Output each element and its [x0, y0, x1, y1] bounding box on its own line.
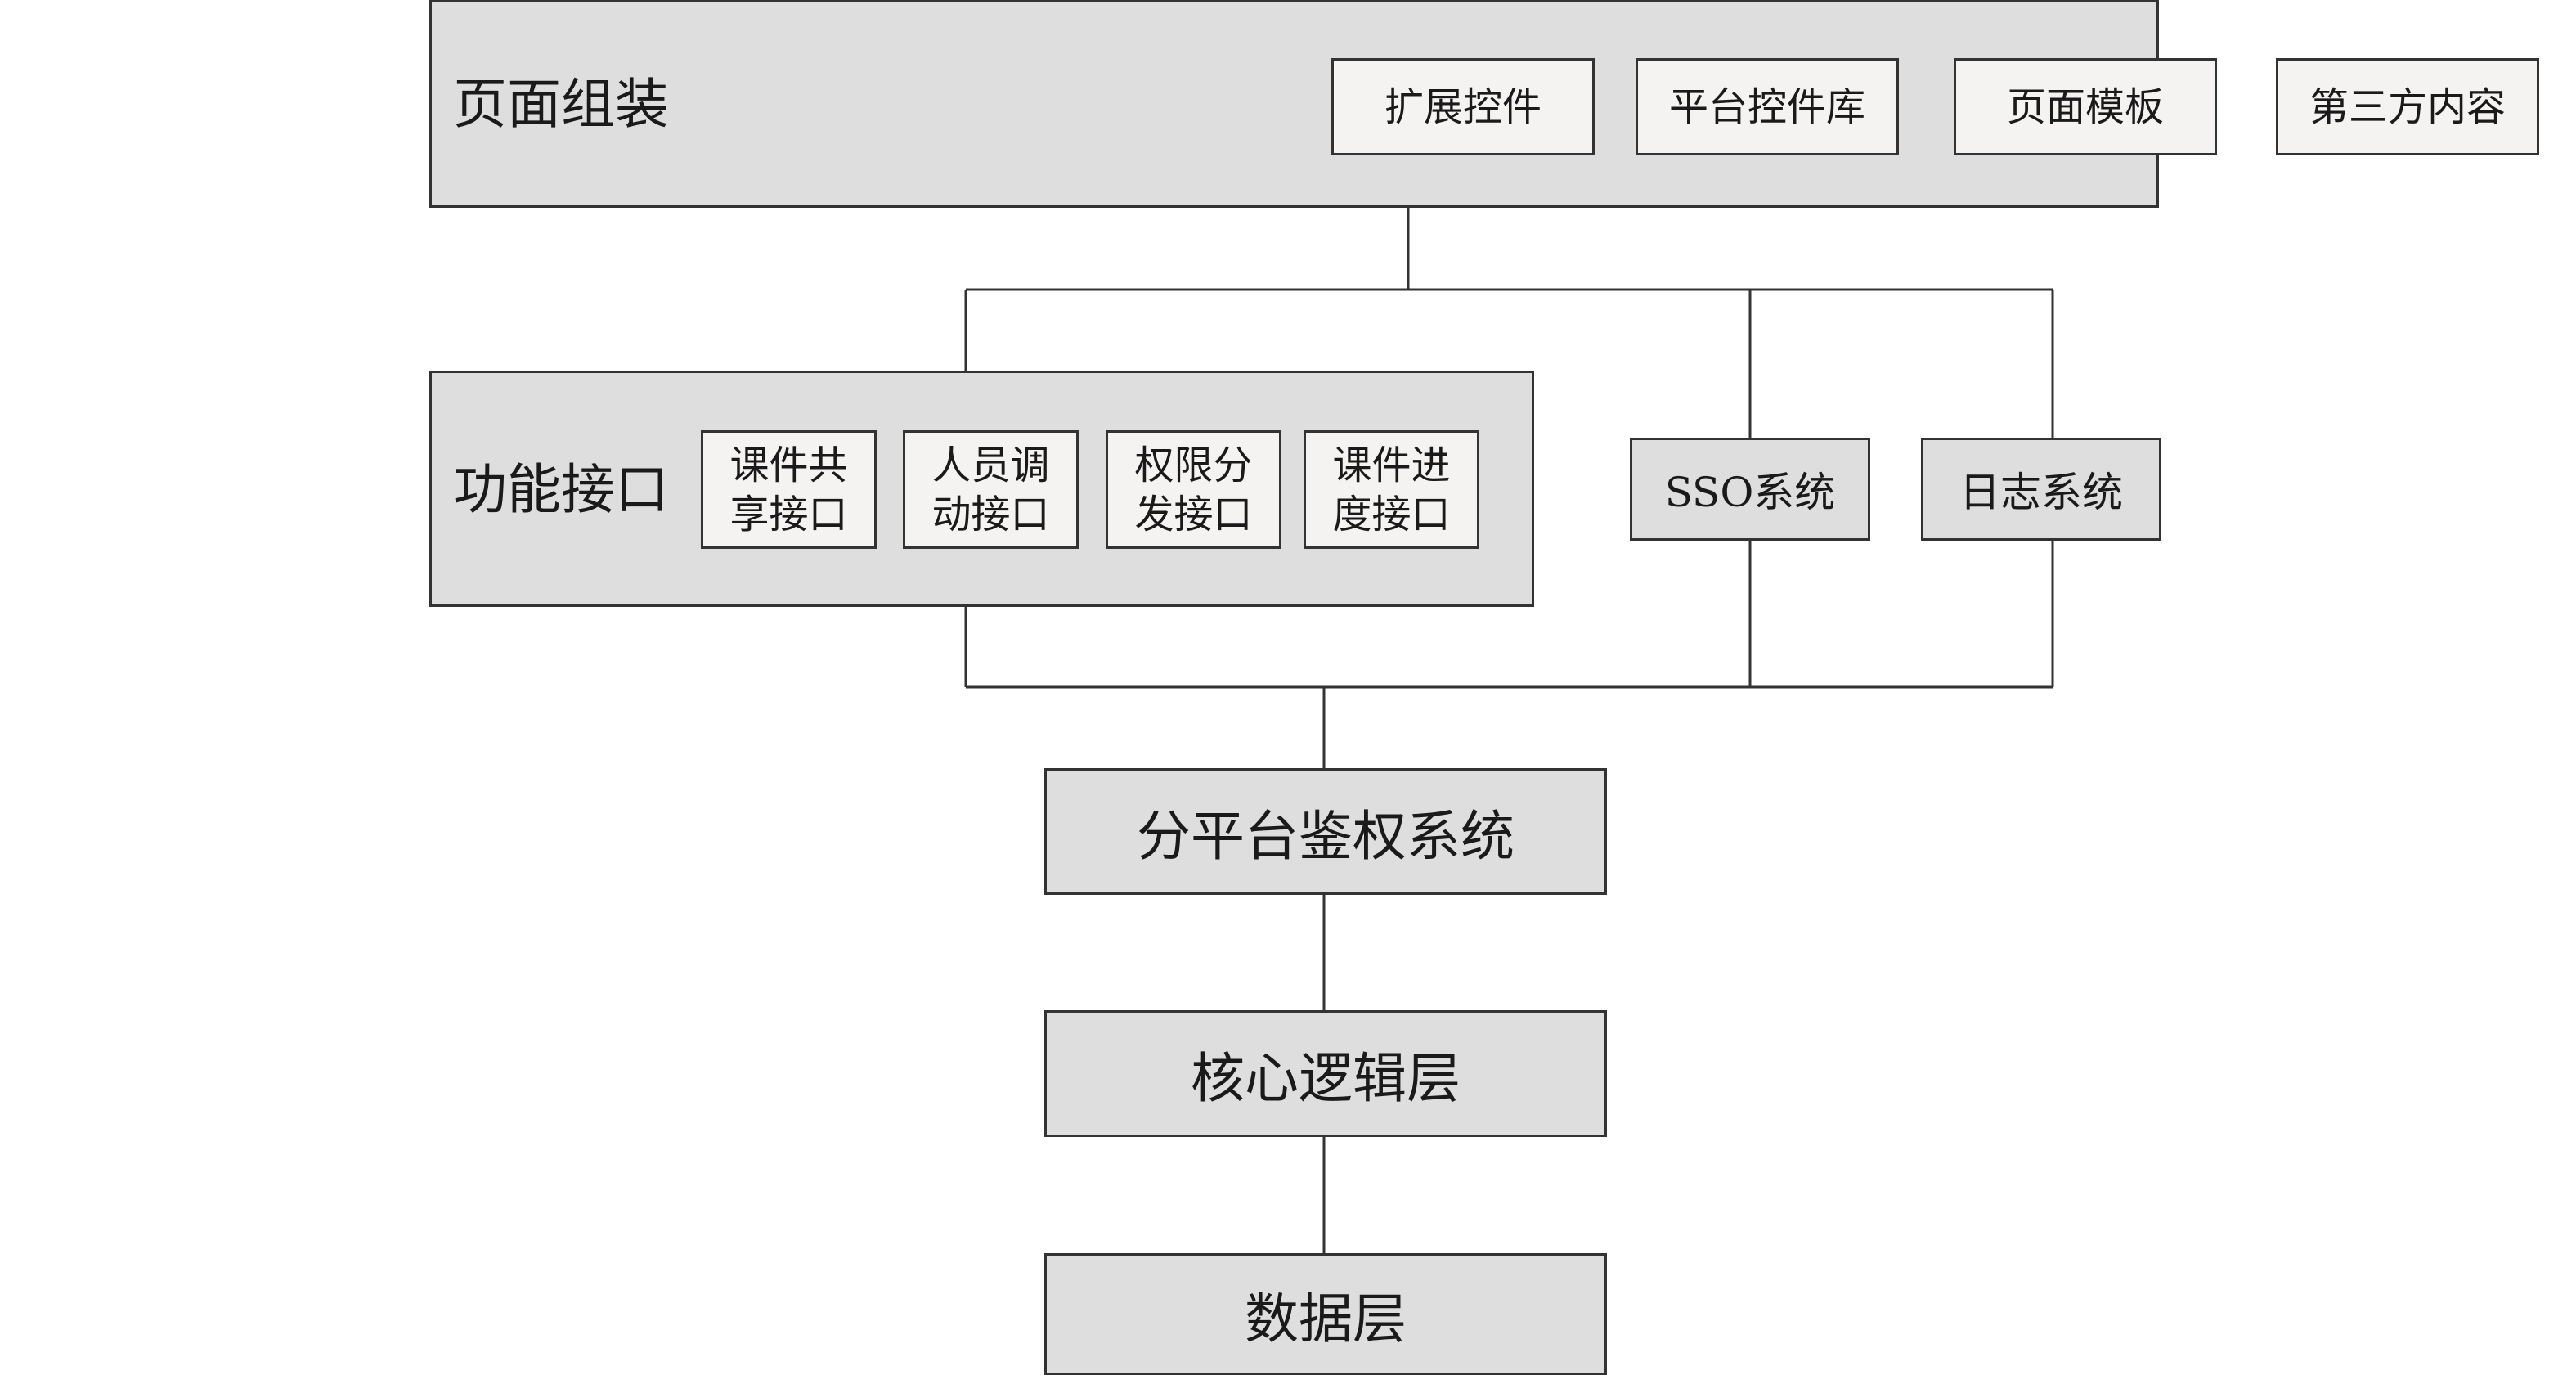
personnel-transfer-interface-box: 人员调 动接口 — [903, 430, 1079, 549]
interface-line-1: 人员调 — [931, 442, 1050, 488]
interface-line-2: 享接口 — [729, 491, 848, 537]
page-template-box: 页面模板 — [1954, 58, 2217, 155]
courseware-progress-interface-box: 课件进 度接口 — [1304, 430, 1479, 549]
page-assembly-title: 页面组装 — [453, 73, 669, 136]
interface-line-2: 度接口 — [1332, 491, 1451, 537]
courseware-sharing-interface-box: 课件共 享接口 — [701, 430, 877, 549]
interface-line-1: 课件进 — [1332, 442, 1451, 488]
permission-distribution-interface-box: 权限分 发接口 — [1106, 430, 1281, 549]
interface-line-1: 权限分 — [1134, 442, 1253, 488]
interface-line-2: 动接口 — [931, 491, 1050, 537]
auth-system-box: 分平台鉴权系统 — [1044, 768, 1607, 895]
page-assembly-group: 页面组装 扩展控件 平台控件库 页面模板 第三方内容 — [429, 0, 2539, 208]
log-system-box: 日志系统 — [1921, 438, 2161, 541]
sso-system-box: SSO系统 — [1630, 438, 1870, 541]
extension-controls-box: 扩展控件 — [1331, 58, 1595, 155]
data-layer-box: 数据层 — [1044, 1253, 1607, 1375]
function-interface-group: 功能接口 课件共 享接口 人员调 动接口 权限分 发接口 课件进 度接口 — [429, 371, 1534, 607]
interface-line-1: 课件共 — [729, 442, 848, 488]
core-logic-layer-box: 核心逻辑层 — [1044, 1010, 1607, 1137]
platform-control-library-box: 平台控件库 — [1636, 58, 1899, 155]
function-interface-title: 功能接口 — [453, 458, 669, 521]
third-party-content-box: 第三方内容 — [2276, 58, 2539, 155]
interface-line-2: 发接口 — [1134, 491, 1253, 537]
